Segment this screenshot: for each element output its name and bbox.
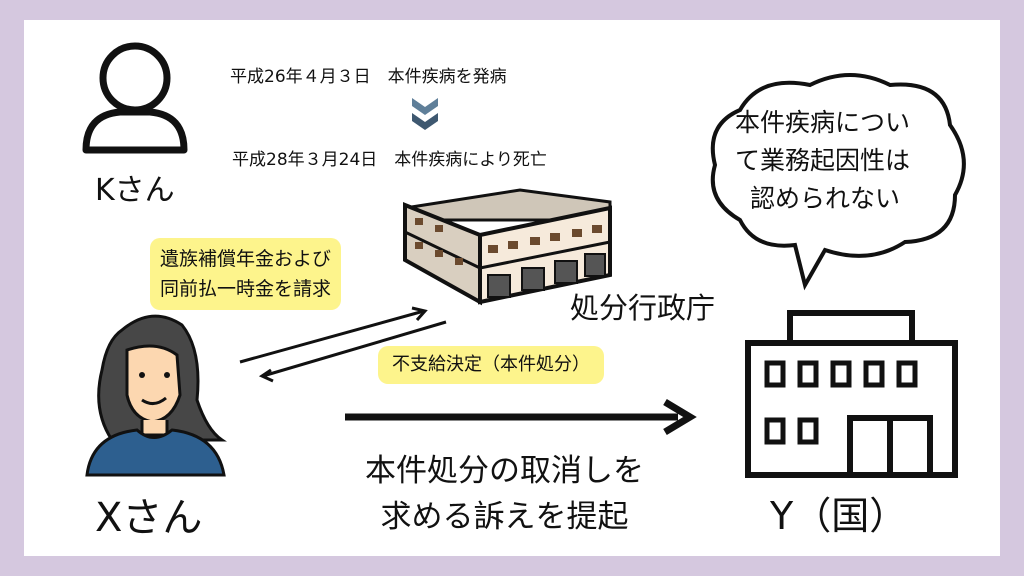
decision-note: 不支給決定（本件処分） <box>378 346 604 384</box>
decision-arrow <box>262 320 447 378</box>
lawsuit-line: 求める訴えを提起 <box>380 499 629 535</box>
person-x-avatar <box>85 314 227 477</box>
request-line: 同前払一時金を請求 <box>160 278 332 300</box>
double-chevron-down-icon <box>412 98 438 130</box>
timeline-event-onset: 平成26年４月３日 本件疾病を発病 <box>230 67 507 87</box>
lawsuit-line: 本件処分の取消しを <box>365 453 644 489</box>
lawsuit-text: 本件処分の取消しを 求める訴えを提起 <box>365 448 644 540</box>
agency-building-icon <box>403 188 612 306</box>
request-note: 遺族補償年金および 同前払一時金を請求 <box>150 238 342 310</box>
request-arrow <box>239 309 425 364</box>
government-building-icon <box>745 310 958 478</box>
speech-bubble-cloud <box>710 73 966 291</box>
person-k-icon <box>82 42 188 154</box>
timeline-event-death: 平成28年３月24日 本件疾病により死亡 <box>232 150 547 170</box>
speech-line: 本件疾病につい <box>735 108 911 137</box>
speech-line: 認められない <box>750 184 901 213</box>
agency-label: 処分行政庁 <box>570 291 716 325</box>
person-k-label: Kさん <box>95 173 175 208</box>
request-line: 遺族補償年金および <box>160 248 332 270</box>
speech-line: て業務起因性は <box>735 146 911 175</box>
speech-bubble-text: 本件疾病につい て業務起因性は 認められない <box>735 104 910 218</box>
defendant-label: Y（国） <box>770 494 908 538</box>
person-x-label: Xさん <box>95 495 203 541</box>
